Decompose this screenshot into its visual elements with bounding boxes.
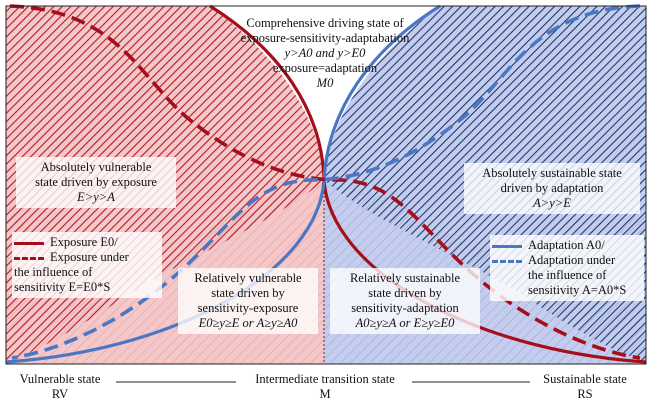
rv-line-3: sensitivity-exposure <box>197 301 299 315</box>
vulnerable-state-label: Vulnerable state RV <box>10 372 110 402</box>
absolutely-sustainable-label: Absolutely sustainable state driven by a… <box>464 163 640 214</box>
av-line-2: state driven by exposure <box>35 175 157 189</box>
top-line-5: M0 <box>316 76 334 90</box>
sustainable-state-text: Sustainable state <box>543 372 627 386</box>
adaptation-curve <box>5 4 441 364</box>
relatively-vulnerable-label: Relatively vulnerable state driven by se… <box>178 268 318 334</box>
adaptation-legend: Adaptation A0/ Adaptation under the infl… <box>490 235 644 301</box>
legend-adaptation-dashed-line3: sensitivity A=A0*S <box>528 283 627 297</box>
intermediate-state-text: Intermediate transition state <box>255 372 395 386</box>
av-line-3: E>y>A <box>77 190 115 204</box>
legend-exposure-solid: Exposure E0/ <box>14 235 160 250</box>
sustainable-state-label: Sustainable state RS <box>530 372 640 402</box>
rs-line-1: Relatively sustainable <box>349 271 461 285</box>
top-line-3: y>A0 and y>E0 <box>284 46 366 60</box>
legend-adaptation-dashed-line2: the influence of <box>528 268 607 282</box>
top-open-area <box>210 6 440 180</box>
diagram-frame <box>5 5 647 365</box>
as-line-3: A>y>E <box>533 196 571 210</box>
dashed-red-swatch <box>14 257 44 260</box>
exposure-sensitivity-curve <box>9 4 641 360</box>
legend-exposure-dashed: Exposure under <box>14 250 160 265</box>
top-line-1: Comprehensive driving state of <box>246 16 404 30</box>
legend-exposure-label: Exposure E0/ <box>50 235 118 249</box>
rv-text: RV <box>51 387 69 401</box>
legend-adaptation-dashed: Adaptation under <box>492 253 642 268</box>
exposure-legend: Exposure E0/ Exposure under the influenc… <box>12 232 162 298</box>
av-line-1: Absolutely vulnerable <box>40 160 152 174</box>
rs-text: RS <box>577 387 593 401</box>
rs-line-4: A0≥y≥A or E≥y≥E0 <box>355 316 455 330</box>
top-line-2: exposure-sensitivity-adaptabation <box>240 31 410 45</box>
absolutely-vulnerable-label: Absolutely vulnerable state driven by ex… <box>16 157 176 208</box>
as-line-2: driven by adaptation <box>500 181 604 195</box>
legend-exposure-dashed-line2: the influence of <box>14 265 93 279</box>
rv-line-4: E0≥y≥E or A≥y≥A0 <box>198 316 298 330</box>
legend-exposure-dashed-line3: sensitivity E=E0*S <box>14 280 111 294</box>
legend-adaptation-solid: Adaptation A0/ <box>492 238 642 253</box>
intermediate-state-label: Intermediate transition state M <box>240 372 410 402</box>
legend-adaptation-label: Adaptation A0/ <box>528 238 605 252</box>
exposure-curve <box>209 4 647 364</box>
comprehensive-state-label: Comprehensive driving state of exposure-… <box>215 16 435 91</box>
as-line-1: Absolutely sustainable state <box>482 166 622 180</box>
m-text: M <box>319 387 331 401</box>
rv-line-1: Relatively vulnerable <box>194 271 302 285</box>
relatively-sustainable-label: Relatively sustainable state driven by s… <box>330 268 480 334</box>
vulnerable-state-text: Vulnerable state <box>19 372 101 386</box>
solid-blue-swatch <box>492 245 522 248</box>
rs-line-2: state driven by <box>368 286 442 300</box>
dashed-blue-swatch <box>492 260 522 263</box>
top-line-4: exposure=adaptation <box>272 61 378 75</box>
rs-line-3: sensitivity-adaptation <box>351 301 459 315</box>
solid-red-swatch <box>14 242 44 245</box>
legend-adaptation-dashed-label: Adaptation under <box>528 253 616 267</box>
rv-line-2: state driven by <box>211 286 285 300</box>
adaptation-sensitivity-curve <box>11 4 641 360</box>
legend-exposure-dashed-label: Exposure under <box>50 250 129 264</box>
